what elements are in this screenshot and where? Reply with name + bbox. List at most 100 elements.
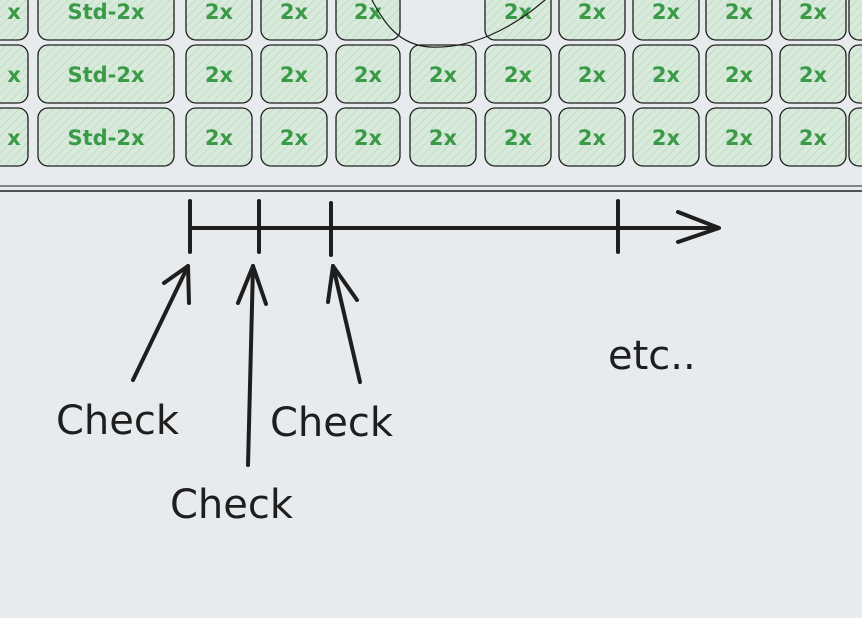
curve-connector: [371, 0, 546, 48]
grid-cell: 2x: [558, 107, 626, 167]
grid-cell-label: Std-2x: [67, 126, 145, 150]
grid-cell-label: 2x: [280, 0, 309, 24]
grid-cell-label: 2x: [280, 126, 309, 150]
arrow-check-bottom: [246, 264, 255, 467]
grid-cell-label: 2x: [652, 63, 681, 87]
grid-cell: x: [0, 44, 29, 104]
grid-cell-box: [705, 0, 773, 41]
grid-cell-box: [185, 44, 253, 104]
grid-cell-box: [558, 107, 626, 167]
grid-cell: [848, 0, 862, 41]
grid-cell-label: 2x: [799, 63, 828, 87]
grid-cell-box: [558, 44, 626, 104]
grid-cell-label: x: [7, 63, 21, 87]
grid-cell-box: [409, 44, 477, 104]
grid-cell-box: [705, 44, 773, 104]
check-arrows: [131, 264, 362, 467]
grid-cell-box: [260, 44, 328, 104]
grid-cell: 2x: [335, 44, 401, 104]
grid-cell: Std-2x: [37, 44, 175, 104]
grid-cell-box: [260, 107, 328, 167]
grid-cell: [848, 107, 862, 167]
grid-cell-label: 2x: [504, 63, 533, 87]
grid-cell: 2x: [705, 0, 773, 41]
grid-cell-box: [484, 107, 552, 167]
grid-cell: 2x: [484, 44, 552, 104]
grid-cell: 2x: [260, 107, 328, 167]
grid-cell-box: [0, 44, 29, 104]
grid-cell-label: 2x: [652, 126, 681, 150]
grid-cell: 2x: [632, 44, 700, 104]
grid-cell-label: 2x: [652, 0, 681, 24]
grid-cell-box: [260, 0, 328, 41]
grid-cell: Std-2x: [37, 0, 175, 41]
grid-cell: x: [0, 0, 29, 41]
grid-cell-label: 2x: [280, 63, 309, 87]
grid-cell-label: 2x: [429, 63, 458, 87]
grid-cell-label: 2x: [799, 126, 828, 150]
grid-cell-box: [848, 44, 862, 104]
grid-cell-label: x: [7, 126, 21, 150]
label-check-left: Check: [56, 398, 180, 444]
grid-cell-label: 2x: [725, 63, 754, 87]
grid-cell-box: [335, 107, 401, 167]
grid-cell: 2x: [335, 0, 401, 41]
label-check-right: Check: [270, 400, 394, 446]
grid-cell: 2x: [558, 44, 626, 104]
grid-cell-label: 2x: [578, 63, 607, 87]
grid-cell: 2x: [632, 0, 700, 41]
grid-cell-box: [632, 44, 700, 104]
grid-cell-label: Std-2x: [67, 63, 145, 87]
grid-cell: 2x: [705, 44, 773, 104]
grid-cell-label: 2x: [354, 63, 383, 87]
grid-cell: 2x: [558, 0, 626, 41]
grid-cell-box: [558, 0, 626, 41]
grid-cell: 2x: [185, 44, 253, 104]
arrow-check-left: [131, 264, 190, 382]
grid-cell: 2x: [409, 107, 477, 167]
grid-cell-box: [632, 107, 700, 167]
grid-cell: 2x: [335, 107, 401, 167]
arrow-check-left-head: [162, 264, 191, 305]
grid-cell-label: 2x: [578, 126, 607, 150]
timeline-arrowhead: [676, 210, 721, 244]
grid-cell: 2x: [484, 107, 552, 167]
grid-cell-label: 2x: [354, 0, 383, 24]
timeline: [188, 199, 721, 257]
grid-cell-label: 2x: [429, 126, 458, 150]
grid-cell-box: [37, 107, 175, 167]
grid-cell-box: [0, 0, 29, 41]
grid-cell: Std-2x: [37, 107, 175, 167]
grid-cell: 2x: [260, 0, 328, 41]
grid-cell-label: 2x: [205, 63, 234, 87]
grid-cell-label: 2x: [354, 126, 383, 150]
grid-cell-box: [185, 0, 253, 41]
arrow-check-right: [331, 264, 362, 384]
grid-cell: 2x: [185, 107, 253, 167]
grid-cell-box: [705, 107, 773, 167]
grid-cell-box: [484, 44, 552, 104]
arrow-check-bottom-head: [236, 264, 268, 306]
label-etc: etc..: [608, 333, 696, 379]
grid-cell-label: 2x: [205, 126, 234, 150]
grid-cell-box: [335, 44, 401, 104]
grid-cell: 2x: [705, 107, 773, 167]
grid-cell-box: [335, 0, 401, 41]
grid-cell: x: [0, 107, 29, 167]
grid-cell-label: 2x: [504, 126, 533, 150]
grid-cell-label: 2x: [799, 0, 828, 24]
grid-cell: 2x: [779, 0, 847, 41]
grid-cell-label: x: [7, 0, 21, 24]
arrow-check-right-head: [326, 264, 359, 304]
grid-cell: 2x: [632, 107, 700, 167]
grid-cell-label: Std-2x: [67, 0, 145, 24]
grid-cell-label: 2x: [205, 0, 234, 24]
grid-cell: 2x: [185, 0, 253, 41]
grid-cell: 2x: [779, 107, 847, 167]
label-check-bottom: Check: [170, 482, 294, 528]
grid-cell-box: [409, 107, 477, 167]
grid-cell-label: 2x: [725, 0, 754, 24]
grid-cell-label: 2x: [578, 0, 607, 24]
